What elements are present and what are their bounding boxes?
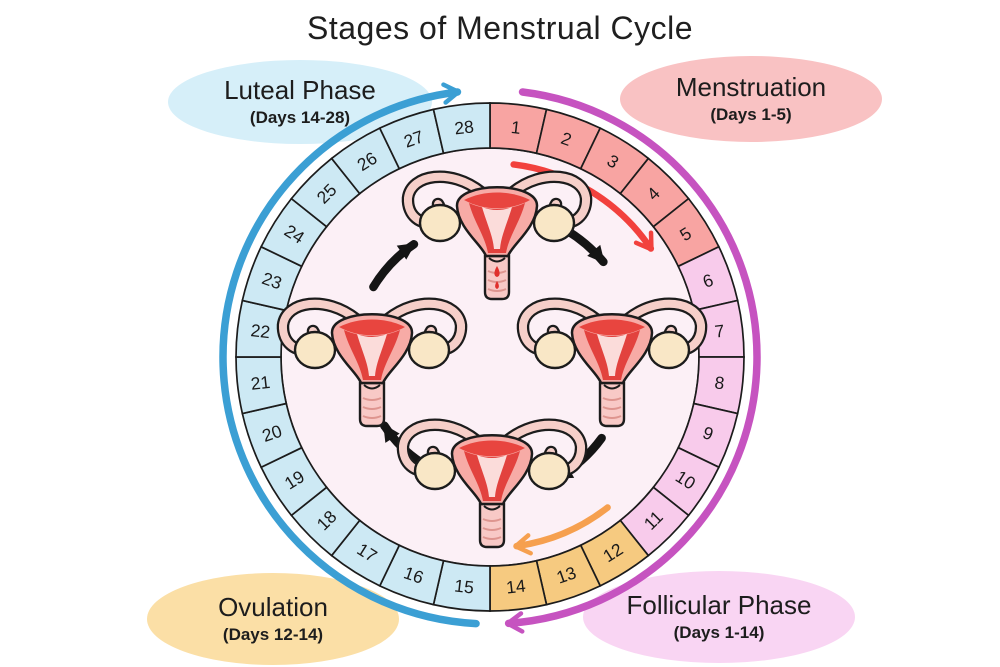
ovary bbox=[418, 203, 462, 243]
phase-days-ovulation: (Days 12-14) bbox=[222, 625, 324, 645]
day-number-14: 14 bbox=[505, 575, 527, 597]
cervix-opening bbox=[483, 505, 501, 511]
vaginal-rib bbox=[487, 288, 507, 292]
vaginal-canal bbox=[358, 381, 386, 428]
vaginal-rib bbox=[602, 406, 622, 410]
day-number-28: 28 bbox=[453, 116, 475, 138]
ovary bbox=[407, 330, 451, 370]
day-number-7: 7 bbox=[714, 321, 726, 342]
cervix-opening bbox=[603, 384, 621, 390]
vaginal-rib bbox=[482, 527, 502, 531]
uterus-illustration bbox=[276, 297, 468, 428]
phase-days-luteal: (Days 14-28) bbox=[249, 108, 351, 128]
uterine-cavity bbox=[477, 455, 507, 497]
vaginal-rib bbox=[482, 536, 502, 540]
vaginal-rib bbox=[362, 397, 382, 401]
uterine-cavity bbox=[597, 334, 627, 376]
phase-label-menstruation: Menstruation bbox=[675, 72, 827, 103]
cervix-opening bbox=[488, 257, 506, 263]
phase-label-ovulation: Ovulation bbox=[218, 592, 328, 623]
ovary bbox=[532, 203, 576, 243]
fundus-band bbox=[339, 319, 405, 336]
uterine-cavity bbox=[357, 334, 387, 376]
uterus-illustration-menstruating bbox=[401, 170, 593, 301]
fundus-band bbox=[464, 192, 530, 209]
cervix-opening bbox=[363, 384, 381, 390]
vaginal-rib bbox=[602, 397, 622, 401]
cycle-arrow-left-to-top bbox=[369, 240, 419, 292]
day-number-21: 21 bbox=[250, 372, 272, 394]
ovulation-arrow bbox=[513, 504, 611, 556]
day-number-22: 22 bbox=[250, 320, 272, 342]
ovary bbox=[533, 330, 577, 370]
phase-label-follicular: Follicular Phase bbox=[626, 590, 812, 621]
phase-bubble-menstruation: Menstruation (Days 1-5) bbox=[620, 56, 882, 142]
blood-drop-icon bbox=[495, 281, 499, 289]
vaginal-rib bbox=[602, 415, 622, 419]
vaginal-rib bbox=[482, 518, 502, 522]
uterus-illustration bbox=[396, 418, 588, 549]
vaginal-canal bbox=[478, 502, 506, 549]
fundus-band bbox=[459, 440, 525, 457]
day-number-8: 8 bbox=[714, 372, 726, 393]
day-number-15: 15 bbox=[453, 576, 475, 598]
phase-days-menstruation: (Days 1-5) bbox=[710, 105, 792, 125]
ovary bbox=[413, 451, 457, 491]
ovary bbox=[647, 330, 691, 370]
phase-days-follicular: (Days 1-14) bbox=[673, 623, 765, 643]
day-segment-28 bbox=[432, 102, 491, 155]
vaginal-rib bbox=[362, 415, 382, 419]
uterine-cavity bbox=[482, 207, 512, 249]
vaginal-rib bbox=[362, 406, 382, 410]
fundus-band bbox=[579, 319, 645, 336]
day-number-1: 1 bbox=[510, 117, 522, 138]
blood-drop-icon bbox=[494, 266, 500, 277]
vaginal-canal bbox=[598, 381, 626, 428]
ovary bbox=[527, 451, 571, 491]
page-title: Stages of Menstrual Cycle bbox=[307, 10, 693, 46]
phase-label-luteal: Luteal Phase bbox=[224, 75, 376, 106]
ovary bbox=[293, 330, 337, 370]
luteal-direction-arc-arrow bbox=[219, 82, 480, 628]
uterus-illustration bbox=[516, 297, 708, 428]
menstruation-arrow bbox=[510, 161, 655, 252]
vaginal-canal bbox=[483, 254, 511, 301]
follicular-direction-arc-arrow bbox=[504, 88, 761, 634]
